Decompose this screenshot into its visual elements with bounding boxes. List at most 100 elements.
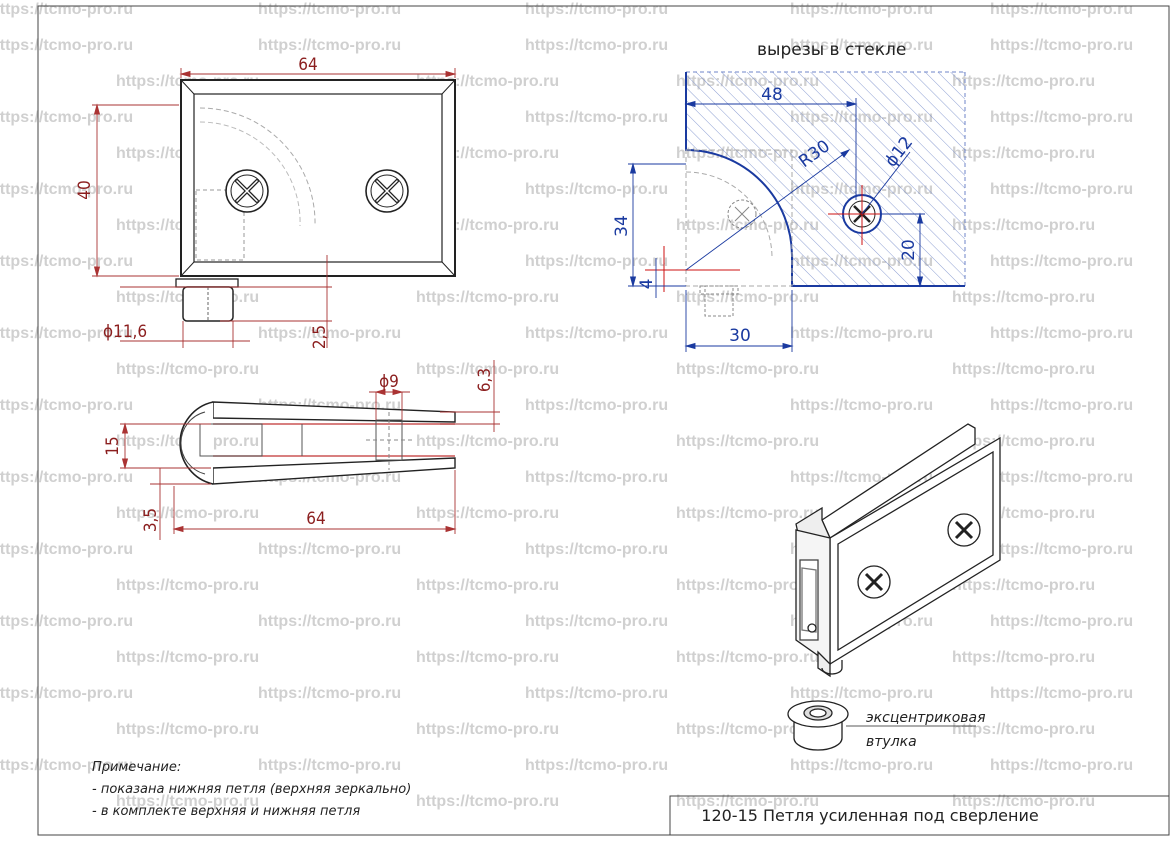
cutout-height-label: 34 (612, 215, 632, 237)
watermark-text: https://tcmo-pro.ru (952, 217, 1095, 234)
watermark-text: https://tcmo-pro.ru (0, 37, 133, 54)
watermark-text: https://tcmo-pro.ru (416, 433, 559, 450)
watermark-text: https://tcmo-pro.ru (0, 757, 133, 774)
cutout-hole-offset-label: 30 (729, 326, 751, 346)
notes-line-1: - показана нижняя петля (верхняя зеркаль… (92, 782, 411, 797)
top-offset-label: 6,3 (475, 368, 495, 392)
watermark-text: https://tcmo-pro.ru (416, 721, 559, 738)
watermark-text: https://tcmo-pro.ru (258, 325, 401, 342)
watermark-text: https://tcmo-pro.ru (416, 505, 559, 522)
watermark-text: https://tcmo-pro.ru (258, 1, 401, 18)
watermark-text: https://tcmo-pro.ru (790, 397, 933, 414)
sleeve-label-line1: эксцентриковая (866, 710, 986, 726)
watermark-text: https://tcmo-pro.ru (990, 1, 1133, 18)
watermark-text: https://tcmo-pro.ru (952, 649, 1095, 666)
watermark-text: https://tcmo-pro.ru (0, 685, 133, 702)
cutout-width-label: 48 (761, 85, 783, 105)
watermark-text: https://tcmo-pro.ru (990, 757, 1133, 774)
watermark-text: https://tcmo-pro.ru (0, 325, 133, 342)
watermark-text: https://tcmo-pro.ru (0, 253, 133, 270)
watermark-text: https://tcmo-pro.ru (525, 1, 668, 18)
watermark-text: https://tcmo-pro.ru (258, 757, 401, 774)
watermark-text: https://tcmo-pro.ru (525, 253, 668, 270)
bottom-offset-label: 3,5 (141, 508, 161, 532)
watermark-text: https://tcmo-pro.ru (990, 37, 1133, 54)
watermark-text: https://tcmo-pro.ru (676, 793, 819, 810)
watermark-text: https://tcmo-pro.ru (952, 73, 1095, 90)
watermark-text: https://tcmo-pro.ru (676, 361, 819, 378)
watermark-text: https://tcmo-pro.ru (525, 541, 668, 558)
watermark-text: https://tcmo-pro.ru (525, 325, 668, 342)
sleeve-label-line2: втулка (866, 734, 917, 750)
watermark-text: https://tcmo-pro.ru (116, 721, 259, 738)
watermark-text: https://tcmo-pro.ru (990, 325, 1133, 342)
side-length-label: 64 (306, 509, 325, 529)
watermark-text: https://tcmo-pro.ru (0, 109, 133, 126)
watermark-text: https://tcmo-pro.ru (0, 397, 133, 414)
watermark-text: https://tcmo-pro.ru (990, 685, 1133, 702)
notes-heading: Примечание: (92, 760, 181, 775)
glass-cutout-dimensions (628, 98, 925, 352)
cutout-hole-height-label: 20 (899, 239, 919, 261)
watermark-text: https://tcmo-pro.ru (525, 397, 668, 414)
watermark-text: https://tcmo-pro.ru (990, 397, 1133, 414)
front-height-label: 40 (75, 180, 95, 199)
watermark-text: https://tcmo-pro.ru (0, 1, 133, 18)
sleeve-diameter-label: ϕ11,6 (103, 322, 147, 342)
watermark-text: https://tcmo-pro.ru (525, 109, 668, 126)
watermark-text: https://tcmo-pro.ru (676, 649, 819, 666)
eccentric-sleeve-icon (787, 700, 849, 751)
watermark-text: https://tcmo-pro.ru (116, 649, 259, 666)
watermark-text: https://tcmo-pro.ru (525, 757, 668, 774)
watermark-text: https://tcmo-pro.ru (952, 793, 1095, 810)
cutout-small-offset-label: 4 (637, 279, 657, 290)
watermark-text: https://tcmo-pro.ru (416, 361, 559, 378)
watermark-text: https://tcmo-pro.ru (258, 541, 401, 558)
watermark-text: https://tcmo-pro.ru (416, 289, 559, 306)
watermark-text: https://tcmo-pro.ru (416, 577, 559, 594)
watermark-text: https://tcmo-pro.ru (0, 469, 133, 486)
watermark-text: https://tcmo-pro.ru (116, 361, 259, 378)
watermark-text: https://tcmo-pro.ru (116, 793, 259, 810)
watermark-text: https://tcmo-pro.ru (952, 361, 1095, 378)
watermark-text: https://tcmo-pro.ru (990, 541, 1133, 558)
notes-line-2: - в комплекте верхняя и нижняя петля (92, 804, 360, 819)
watermark-text: https://tcmo-pro.ru (790, 1, 933, 18)
watermark-text: https://tcmo-pro.ru (990, 181, 1133, 198)
watermark-text: https://tcmo-pro.ru (0, 613, 133, 630)
watermark-text: https://tcmo-pro.ru (258, 37, 401, 54)
watermark-text: https://tcmo-pro.ru (525, 685, 668, 702)
screw-icon (857, 565, 891, 599)
screw-icon (365, 169, 409, 213)
watermark-text: https://tcmo-pro.ru (676, 217, 819, 234)
iso-hinge-view (795, 423, 1001, 678)
watermark-text: https://tcmo-pro.ru (0, 541, 133, 558)
side-view (179, 401, 456, 485)
glass-cutout-heading: вырезы в стекле (757, 40, 906, 60)
watermark-text: https://tcmo-pro.ru (790, 685, 933, 702)
watermark-text: https://tcmo-pro.ru (676, 433, 819, 450)
sleeve-offset-label: 2,5 (310, 325, 330, 349)
watermark-text: https://tcmo-pro.ru (116, 577, 259, 594)
watermark-text: https://tcmo-pro.ru (525, 181, 668, 198)
screw-icon (225, 169, 269, 213)
watermark-text: https://tcmo-pro.ru (990, 613, 1133, 630)
watermark-text: https://tcmo-pro.ru (952, 721, 1095, 738)
thickness-label: 15 (103, 436, 123, 455)
watermark-text: https://tcmo-pro.ru (525, 469, 668, 486)
watermark-text: https://tcmo-pro.ru (990, 253, 1133, 270)
front-width-label: 64 (298, 55, 317, 75)
watermark-text: https://tcmo-pro.ru (525, 37, 668, 54)
title-block (669, 795, 1170, 836)
front-view-dimensions (92, 68, 457, 348)
sheet-border (37, 5, 1170, 836)
watermark-text: https://tcmo-pro.ru (990, 469, 1133, 486)
watermark-text: https://tcmo-pro.ru (525, 613, 668, 630)
watermark-text: https://tcmo-pro.ru (258, 685, 401, 702)
watermark-text: https://tcmo-pro.ru (952, 577, 1095, 594)
side-view-dimensions (120, 360, 500, 540)
watermark-text: https://tcmo-pro.ru (676, 289, 819, 306)
watermark-text: https://tcmo-pro.ru (676, 505, 819, 522)
drawing-title: 120-15 Петля усиленная под сверление (701, 806, 1038, 825)
